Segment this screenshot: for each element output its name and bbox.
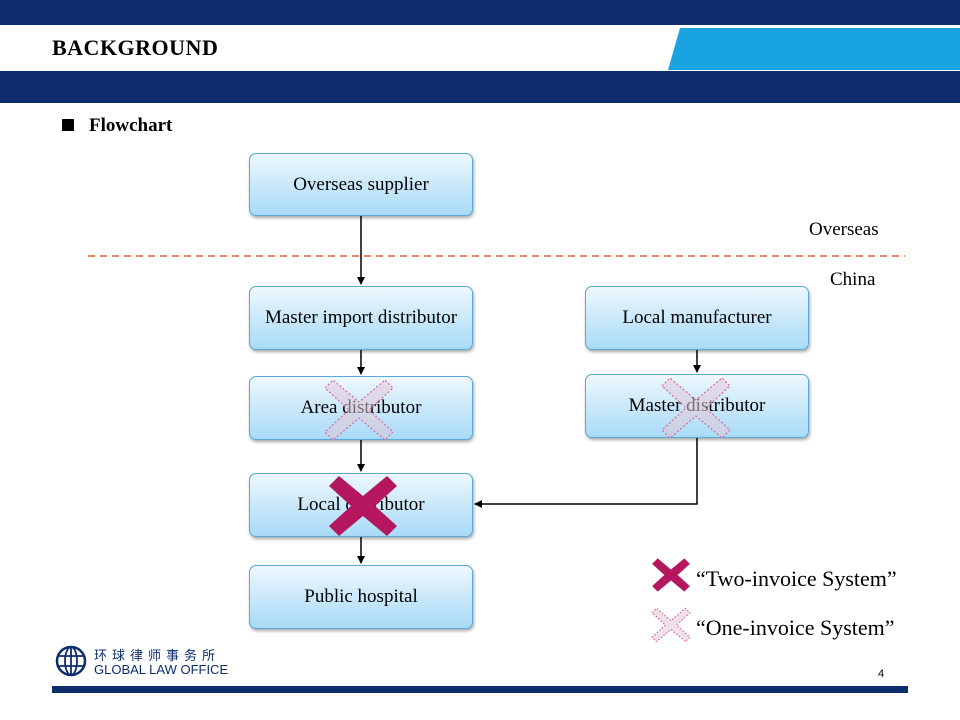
- region-label-china: China: [830, 269, 876, 290]
- two-invoice-mark-local-distributor: [329, 476, 397, 536]
- globe-logo-icon: [55, 645, 87, 677]
- logo-text-en: GLOBAL LAW OFFICE: [94, 662, 229, 677]
- legend-solid-x-icon: [652, 558, 690, 592]
- section-label: Flowchart: [89, 115, 173, 136]
- arrow-master-to-local: [474, 438, 698, 508]
- page-number: 4: [878, 668, 885, 680]
- header-top-bar: [0, 0, 960, 25]
- logo-text-cn: 环球律师事务所: [94, 649, 221, 664]
- page-title: BACKGROUND: [52, 35, 219, 60]
- node-overseas-supplier: Overseas supplier: [249, 153, 473, 216]
- region-label-overseas: Overseas: [809, 219, 879, 240]
- node-label: Public hospital: [304, 586, 418, 607]
- node-label: Local manufacturer: [622, 307, 772, 328]
- legend-dotted-x-icon: [651, 607, 691, 643]
- one-invoice-mark-area-distributor: [324, 380, 394, 440]
- node-label: Overseas supplier: [293, 173, 429, 195]
- node-public-hospital: Public hospital: [249, 565, 473, 629]
- legend-two-invoice-label: “Two-invoice System”: [696, 566, 897, 591]
- one-invoice-mark-master-distributor: [661, 378, 731, 438]
- bullet-square-icon: [62, 119, 74, 131]
- header-accent-band: [668, 28, 960, 70]
- node-master-import-distributor: Master import distributor: [249, 286, 473, 350]
- header-bottom-bar: [0, 71, 960, 103]
- footer-line: [52, 686, 908, 693]
- node-label: Master import distributor: [264, 307, 458, 328]
- node-master-distributor: Master distributor: [585, 374, 809, 438]
- node-local-manufacturer: Local manufacturer: [585, 286, 809, 350]
- legend-one-invoice-label: “One-invoice System”: [696, 615, 895, 640]
